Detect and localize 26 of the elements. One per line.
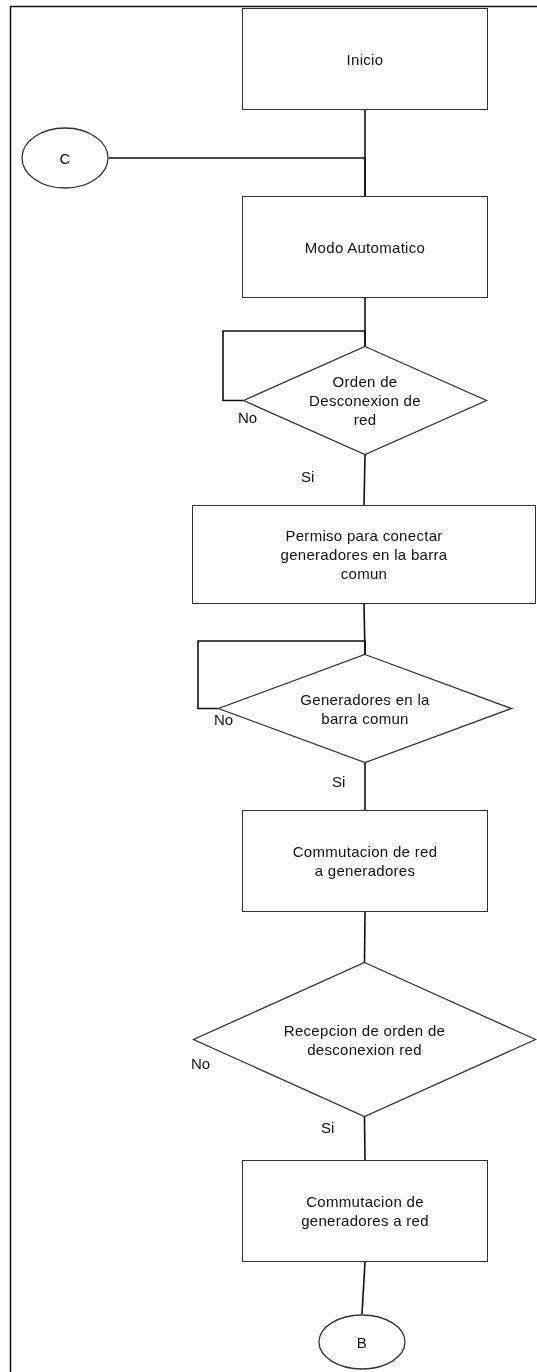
process-box: [242, 8, 488, 110]
flow-line: [363, 911, 366, 963]
loop-back-line: [222, 330, 366, 402]
process-box: [242, 1160, 488, 1262]
process-box: [242, 196, 488, 298]
node-text: Commutacion de red a generadores: [291, 842, 439, 880]
process-box: [192, 505, 536, 604]
loop-back-line: [197, 640, 366, 710]
flow-line: [363, 454, 366, 506]
node-text: Inicio: [346, 49, 384, 69]
process-box: [242, 810, 488, 912]
node-text: Permiso para conectar generadores en la barra comun: [279, 526, 449, 583]
node-text: C: [59, 148, 71, 168]
node-text: Recepcion de orden de desconexion red: [282, 1020, 447, 1059]
node-text: Modo Automatico: [304, 237, 426, 257]
node-text: Commutacion de generadores a red: [300, 1192, 430, 1230]
decision-diamond: [193, 962, 536, 1117]
flow-line: [108, 157, 366, 197]
flow-line: [364, 762, 366, 811]
flow-line: [363, 1116, 366, 1161]
node-text: Generadores en la barra comun: [299, 689, 431, 728]
connector-circle: [318, 1314, 406, 1370]
node-text: Orden de Desconexion de red: [308, 372, 422, 429]
flow-line: [361, 1261, 366, 1315]
node-text: B: [356, 1332, 368, 1352]
connector-circle: [21, 127, 109, 189]
